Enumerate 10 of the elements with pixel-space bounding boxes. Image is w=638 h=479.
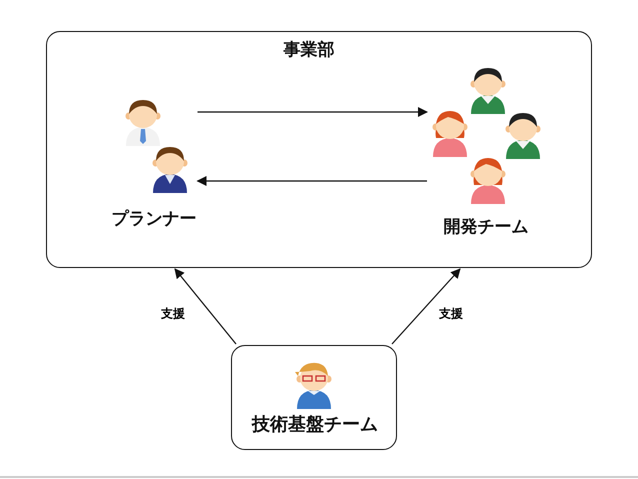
arrow	[196, 176, 427, 186]
arrow	[198, 107, 428, 117]
node-label: プランナー	[112, 208, 196, 230]
group-title: 事業部	[284, 39, 334, 61]
group-box	[46, 31, 592, 268]
arrow	[392, 268, 461, 344]
node-label: 開発チーム	[444, 216, 528, 238]
arrow	[174, 268, 236, 344]
team-box	[231, 345, 397, 450]
node-label: 技術基盤チーム	[252, 413, 378, 436]
